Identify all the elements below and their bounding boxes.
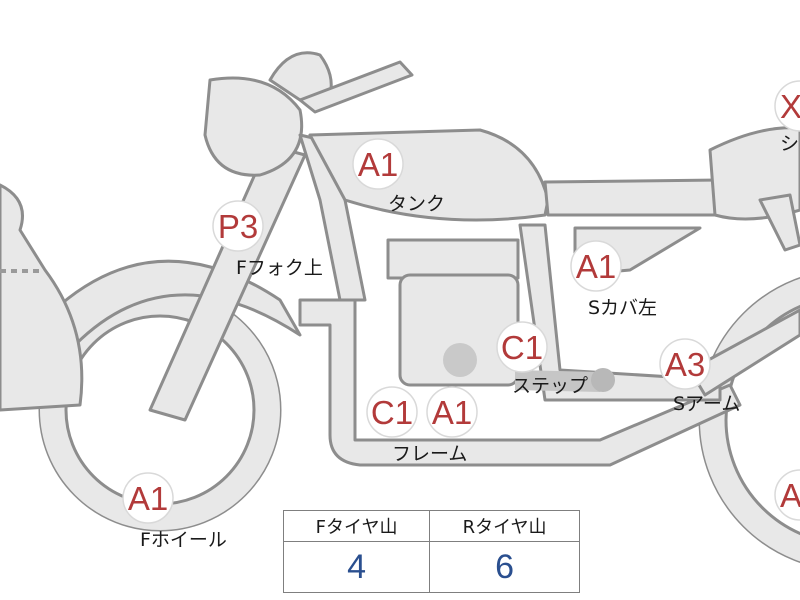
- rear-wheel-callout: A: [774, 469, 800, 521]
- front-tire-header: Fタイヤ山: [282, 510, 431, 542]
- rear-stay-shape: [758, 193, 800, 252]
- rear-fender-shape: [0, 183, 84, 412]
- frame-callout: C1 A1 フレーム: [366, 386, 478, 465]
- tank-label: タンク: [388, 193, 445, 215]
- front-wheel-label: Fホイール: [140, 529, 227, 551]
- seat-callout: X シ: [774, 80, 800, 155]
- seat-label: シ: [780, 133, 799, 155]
- headlight-shape: [203, 76, 304, 177]
- side-cover-label: Sカバ左: [588, 297, 657, 319]
- swing-arm-label: Sアーム: [673, 393, 740, 415]
- frame-grade: C1: [371, 394, 413, 431]
- front-fork-label: Fフォク上: [236, 257, 323, 279]
- seat-shape: [543, 178, 727, 217]
- front-wheel-grade: A1: [128, 480, 168, 517]
- rear-tire-header: Rタイヤ山: [429, 510, 580, 542]
- step-grade: C1: [501, 329, 543, 366]
- step-knob-shape: [591, 368, 615, 392]
- swing-arm-shape: [688, 308, 800, 397]
- frame-label: フレーム: [392, 443, 467, 465]
- rear-wheel-shape: [698, 277, 800, 563]
- seat-grade: X: [780, 88, 800, 125]
- engine-case-shape: [443, 343, 477, 377]
- frame-grade-2: A1: [432, 394, 472, 431]
- swing-arm-callout: A3 Sアーム: [659, 338, 740, 415]
- tank-callout: A1 タンク: [352, 138, 445, 215]
- front-tire-value: 4: [282, 541, 431, 593]
- front-wheel-callout: A1 Fホイール: [122, 472, 227, 551]
- step-callout: C1 ステップ: [496, 321, 588, 397]
- tank-grade: A1: [358, 146, 398, 183]
- rear-wheel-grade: A: [780, 477, 800, 514]
- front-fork-grade: P3: [218, 208, 258, 245]
- side-cover-callout: A1 Sカバ左: [570, 240, 657, 319]
- engine-top-shape: [386, 238, 520, 280]
- tire-tread-table: Fタイヤ山 Rタイヤ山 4 6: [282, 510, 580, 593]
- swing-arm-grade: A3: [665, 346, 705, 383]
- rear-tire-value: 6: [429, 541, 580, 593]
- frame-shape: [298, 298, 742, 467]
- step-shape: [515, 370, 608, 392]
- handlebar-shape: [298, 60, 414, 114]
- step-label: ステップ: [512, 375, 588, 397]
- front-fork-callout: P3 Fフォク上: [212, 200, 323, 279]
- side-cover-grade: A1: [576, 248, 616, 285]
